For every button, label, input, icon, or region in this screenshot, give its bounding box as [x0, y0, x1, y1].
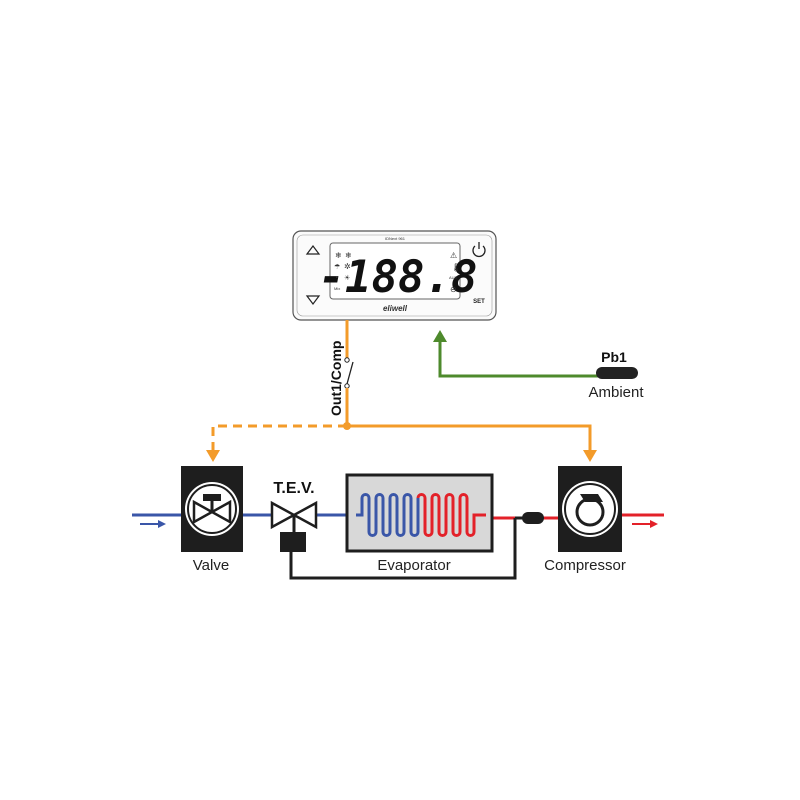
tev-actuator: [280, 532, 306, 552]
probe-wiring: Pb1 Ambient: [433, 330, 644, 401]
power-icon: [472, 245, 486, 258]
probe-name: Pb1: [601, 349, 627, 365]
probe-label: Ambient: [588, 384, 644, 401]
light-icon: ☀: [344, 274, 350, 282]
down-arrow-icon: [305, 295, 321, 305]
output-label: Out1/Comp: [328, 341, 344, 416]
evaporator-coil-blue: [356, 493, 420, 537]
up-arrow-icon: [305, 245, 321, 255]
tev: T.E.V.: [270, 480, 318, 552]
display-readout: -188.8: [319, 252, 478, 303]
output-wiring: Out1/Comp: [206, 320, 597, 462]
defrost-icon: ☂: [334, 263, 340, 271]
display-small-label: Mix: [334, 286, 340, 291]
compressor: Compressor: [544, 466, 626, 574]
controller: IDNext 961 -188.8 ❄ ❄ ✲ ☂ ☀ ◔ Mix ⚠ 🌡 AU…: [292, 230, 497, 321]
tev-bulb: [522, 512, 544, 524]
set-button[interactable]: SET: [473, 299, 485, 305]
alarm-icon: ⚠: [450, 251, 457, 260]
fan-icon: ✲: [344, 262, 351, 271]
aux-label: AUX: [449, 275, 458, 280]
relay-switch: [346, 361, 354, 385]
eco-icon: ◔: [334, 275, 338, 282]
valve-icon: [192, 499, 232, 525]
down-button[interactable]: [305, 295, 321, 305]
fan-snowflake-icon: ❄: [345, 251, 352, 260]
evaporator-coil-red: [416, 493, 486, 537]
valve-label: Valve: [193, 557, 229, 574]
evaporator: Evaporator: [345, 473, 494, 574]
evaporator-label: Evaporator: [377, 557, 450, 574]
up-button[interactable]: [305, 245, 321, 255]
power-button[interactable]: [472, 242, 486, 258]
brand-logo: eliwell: [383, 304, 408, 313]
valve: Valve: [181, 466, 243, 574]
controller-inner-frame: [296, 234, 493, 317]
controller-model-label: IDNext 961: [385, 236, 406, 241]
compressor-label: Compressor: [544, 557, 626, 574]
tev-label: T.E.V.: [273, 480, 314, 497]
rotate-icon: ⊖: [450, 285, 457, 294]
thermometer-icon: 🌡: [451, 263, 461, 272]
probe-sensor: [596, 367, 638, 379]
snowflake-icon: ❄: [335, 251, 342, 260]
controller-display: [329, 242, 461, 300]
